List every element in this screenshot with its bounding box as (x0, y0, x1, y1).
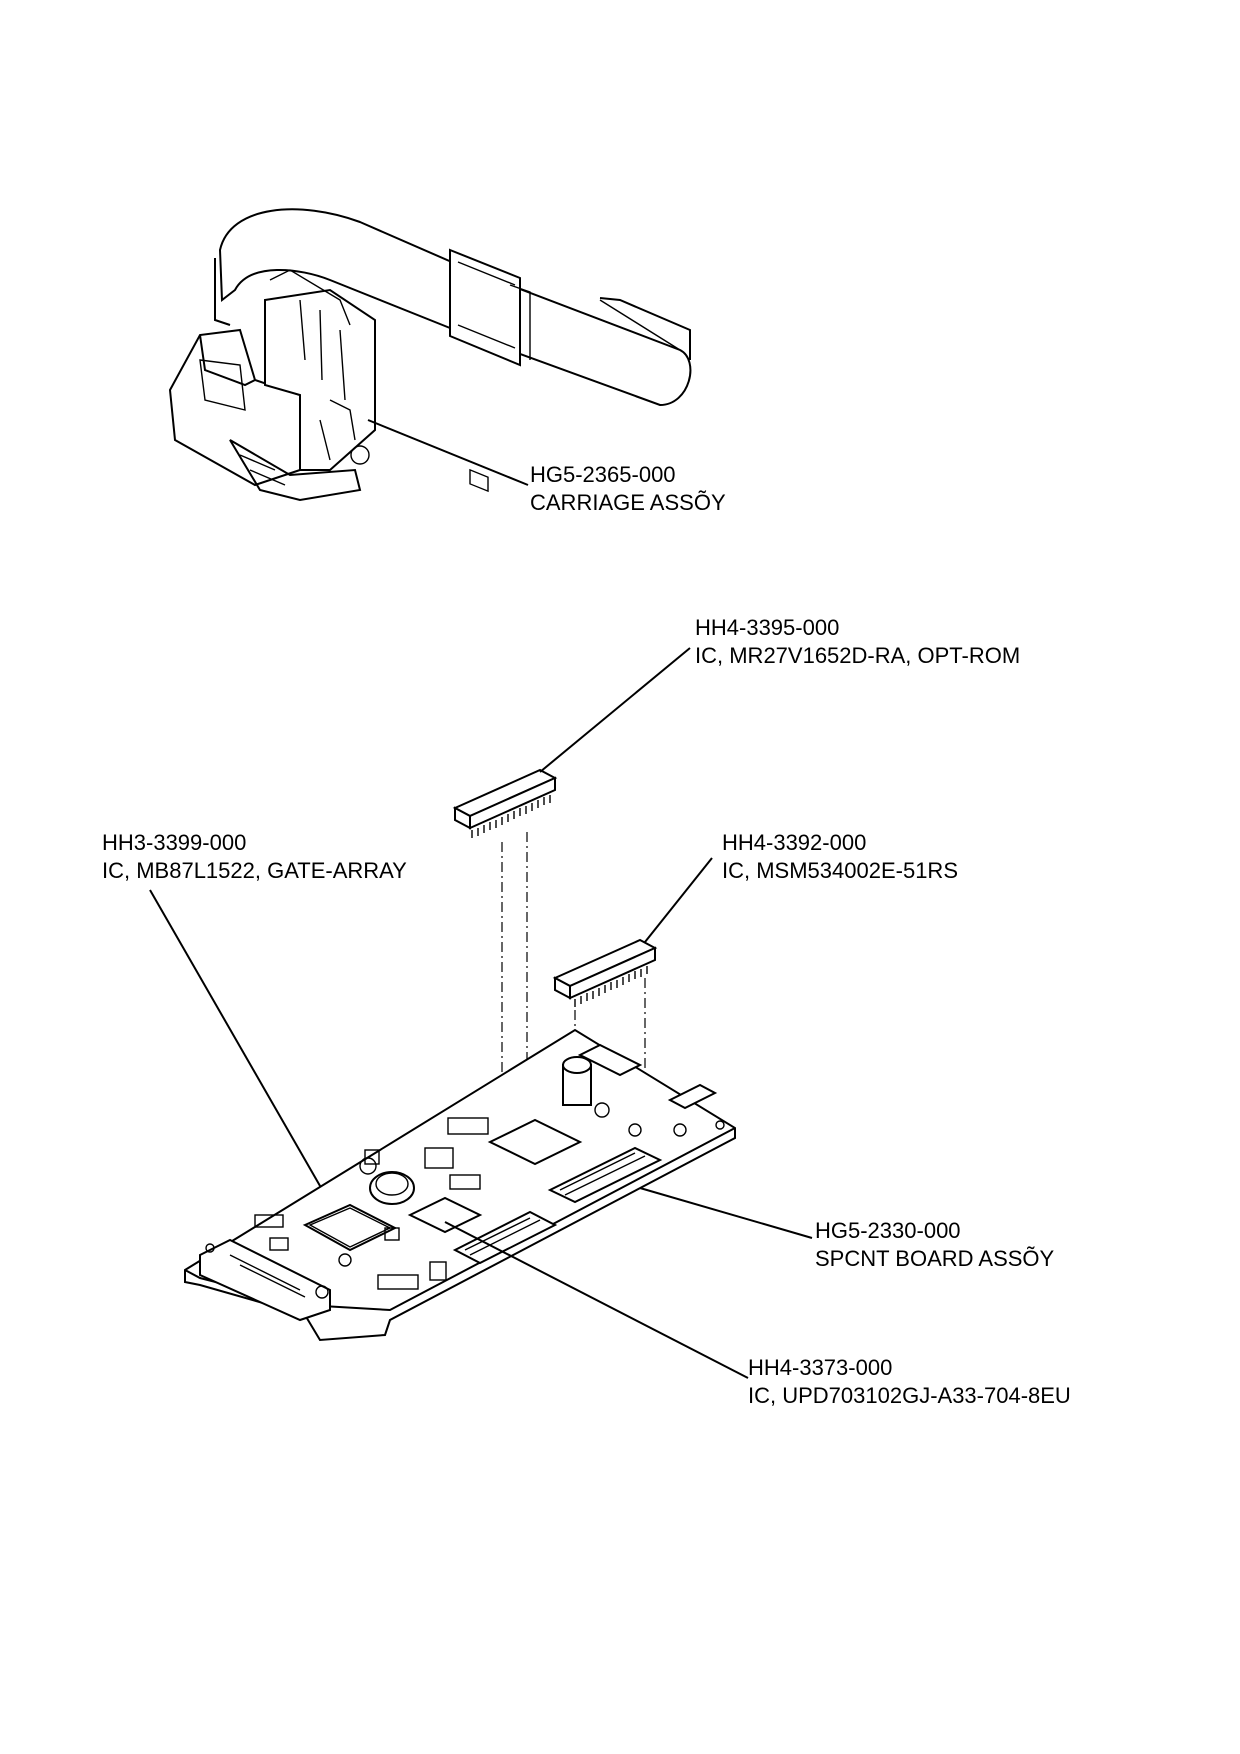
msm-part-number: HH4-3392-000 (722, 830, 866, 855)
gate-array-leader-line (149, 889, 336, 1213)
carriage-description: CARRIAGE ASSÕY (530, 490, 726, 515)
opt-rom-ic-drawing (452, 768, 558, 838)
carriage-assembly-drawing (168, 208, 692, 502)
upd-description: IC, UPD703102GJ-A33-704-8EU (748, 1383, 1071, 1408)
gate-array-description: IC, MB87L1522, GATE-ARRAY (102, 858, 407, 883)
board-leader-line (639, 1187, 813, 1239)
opt-rom-description: IC, MR27V1652D-RA, OPT-ROM (695, 643, 1020, 668)
msm-ic-drawing (552, 938, 658, 1007)
msm-description: IC, MSM534002E-51RS (722, 858, 958, 883)
upd-leader-line (444, 1221, 749, 1379)
msm-leader-line (644, 857, 713, 943)
upd-part-number: HH4-3373-000 (748, 1355, 892, 1380)
carriage-leader-line (367, 419, 529, 486)
opt-rom-leader-line (539, 647, 691, 773)
board-part-number: HG5-2330-000 (815, 1218, 961, 1243)
opt-rom-part-number: HH4-3395-000 (695, 615, 839, 640)
spcnt-board-drawing (184, 1028, 736, 1342)
gate-array-part-number: HH3-3399-000 (102, 830, 246, 855)
carriage-part-number: HG5-2365-000 (530, 462, 676, 487)
board-description: SPCNT BOARD ASSÕY (815, 1246, 1055, 1271)
